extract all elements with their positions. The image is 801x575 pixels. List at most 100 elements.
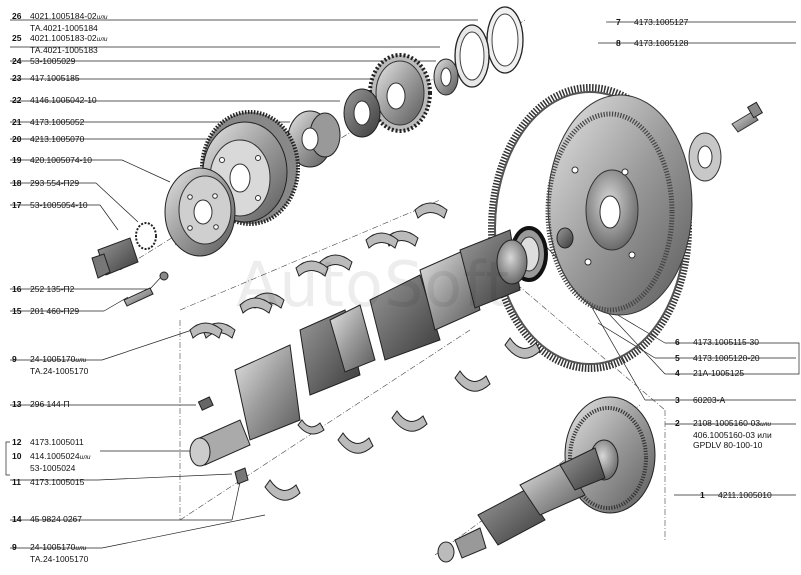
part-alt-code: 53-1005024: [30, 463, 76, 473]
right-part-label: 8 4173.1005128: [616, 38, 688, 48]
part-number: 17: [12, 200, 22, 210]
left-part-label: 23 417.1005185: [12, 73, 80, 83]
part-number: 2: [675, 418, 680, 428]
bearing-shells-upper: [189, 202, 448, 339]
flywheel-assembly: [488, 84, 693, 372]
part-code: 201 460-П29: [30, 306, 80, 316]
part-number: 22: [12, 95, 22, 105]
part-code: 4173.1005127: [634, 17, 689, 27]
part-code: 24-1005170: [30, 354, 76, 364]
part-number: 25: [12, 33, 22, 43]
part-number: 20: [12, 134, 22, 144]
part-code: 293 554-П29: [30, 178, 80, 188]
part-code: 414.1005024: [30, 451, 80, 461]
part-number: 26: [12, 11, 22, 21]
bearing-shells-lower: [264, 337, 541, 501]
part-number: 1: [700, 490, 705, 500]
part-alt-connector: или: [96, 14, 108, 21]
flywheel-bolt: [688, 101, 764, 182]
part-number: 18: [12, 178, 22, 188]
part-code: 4021.1005184-02: [30, 11, 97, 21]
part-number: 5: [675, 353, 680, 363]
left-part-label: 11 4173.1005015: [12, 477, 84, 487]
keys: [197, 396, 249, 485]
part-number: 6: [675, 337, 680, 347]
part-alt-connector: или: [79, 454, 91, 461]
watermark: AutoSoft: [236, 248, 511, 321]
part-code: 24-1005170: [30, 542, 76, 552]
part-alt-code: 406.1005160-03 или: [693, 430, 772, 440]
part-number: 9: [12, 354, 17, 364]
part-number: 13: [12, 399, 22, 409]
part-code: 4173.1005011: [30, 437, 84, 447]
left-part-label: 17 53-1005054-10: [12, 200, 88, 210]
part-code: 4173.1005120-20: [693, 353, 760, 363]
right-part-label: 6 4173.1005115-30: [675, 337, 759, 347]
part-code: 45 9824 0267: [30, 514, 82, 524]
left-part-label: 20 4213.1005070: [12, 134, 84, 144]
right-part-label: 5 4173.1005120-20: [675, 353, 760, 363]
part-code: 4021.1005183-02: [30, 33, 97, 43]
part-number: 15: [12, 306, 22, 316]
part-code: 21А-1005125: [693, 368, 745, 378]
part-code: 4173.1005128: [634, 38, 689, 48]
part-code: 4173.1005015: [30, 477, 85, 487]
spacer-ring: [343, 88, 381, 138]
left-part-label: 24 53-1005029: [12, 56, 75, 66]
part-number: 9: [12, 542, 17, 552]
part-code: 53-1005054-10: [30, 200, 88, 210]
top-washers: [433, 6, 524, 96]
crankshaft: [189, 229, 528, 467]
part-code: 4213.1005070: [30, 134, 85, 144]
part-code: 4173.1005052: [30, 117, 85, 127]
part-number: 24: [12, 56, 22, 66]
part-code: 4211.1005010: [718, 490, 772, 500]
part-number: 12: [12, 437, 22, 447]
left-part-label: 18 293 554-П29: [12, 178, 79, 188]
part-number: 11: [12, 477, 21, 487]
right-part-label: 4 21А-1005125: [675, 368, 744, 378]
part-number: 23: [12, 73, 22, 83]
part-code: 2108-1005160-03: [693, 418, 761, 428]
part-number: 19: [12, 155, 22, 165]
hub: [287, 110, 341, 168]
part-code: 420.1005074-10: [30, 155, 92, 165]
part-number: 10: [12, 451, 22, 461]
part-code: 296 144-П: [30, 399, 70, 409]
part-alt-code: GPDLV 80-100-10: [693, 440, 763, 450]
part-number: 16: [12, 284, 22, 294]
pulley: [164, 167, 236, 257]
left-part-label: 19 420.1005074-10: [12, 155, 92, 165]
part-number: 21: [12, 117, 22, 127]
part-alt-connector: или: [96, 36, 108, 43]
part-alt-connector: или: [760, 421, 772, 428]
part-code: 60203-А: [693, 395, 726, 405]
part-alt-code: ТА.4021-1005184: [30, 23, 98, 33]
part-number: 3: [675, 395, 680, 405]
part-alt-code: ТА.24-1005170: [30, 554, 89, 564]
part-code: 4173.1005115-30: [693, 337, 760, 347]
part-code: 417.1005185: [30, 73, 80, 83]
crankshaft-assembly: [437, 396, 656, 563]
left-part-label: 21 4173.1005052: [12, 117, 84, 127]
right-part-label: 3 60203-А: [675, 395, 725, 405]
left-part-label: 13 296 144-П: [12, 399, 70, 409]
left-part-label: 12 4173.1005011: [12, 437, 84, 447]
part-code: 53-1005029: [30, 56, 76, 66]
part-number: 4: [675, 368, 680, 378]
crankshaft-gear: [368, 53, 432, 133]
part-alt-connector: или: [75, 545, 87, 552]
part-number: 8: [616, 38, 621, 48]
right-part-label: 1 4211.1005010: [700, 490, 772, 500]
